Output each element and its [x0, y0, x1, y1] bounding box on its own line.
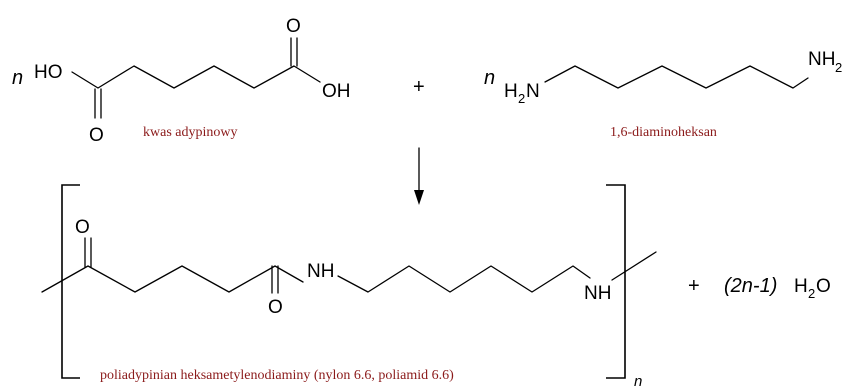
repeat-bracket-left — [61, 184, 80, 379]
acid-oh-group: OH — [322, 81, 351, 102]
polymer-acid-chain — [41, 265, 304, 293]
water-h: H — [794, 276, 808, 297]
diamine-nh-right: NH — [808, 49, 835, 70]
polymer-end-nh: NH — [584, 283, 611, 304]
acid-oxygen-top: O — [286, 16, 301, 37]
diamine-h-left: H — [504, 81, 518, 102]
diamine-n-left: N — [526, 81, 540, 102]
diamine-coefficient: n — [484, 67, 495, 89]
diamine-nh-sub-right: 2 — [835, 60, 842, 75]
water-coefficient: (2n-1) — [724, 275, 777, 297]
repeat-subscript: n — [634, 373, 642, 389]
repeat-bracket-right — [606, 184, 626, 379]
polymer-oxygen-top: O — [75, 217, 90, 238]
acid-name-label: kwas adypinowy — [143, 125, 238, 140]
polymer-amide-nh: NH — [307, 261, 334, 282]
water-h-sub: 2 — [808, 286, 815, 301]
acid-ho-group: HO — [34, 62, 63, 83]
acid-oxygen-bottom: O — [89, 125, 104, 146]
adipic-acid-skeleton — [71, 65, 321, 89]
polymer-oxygen-bottom: O — [268, 297, 283, 318]
acid-coefficient: n — [12, 67, 23, 89]
byproduct-plus: + — [688, 275, 700, 297]
polymer-continuation-bond — [611, 251, 657, 281]
diamine-name-label: 1,6-diaminoheksan — [610, 125, 717, 140]
reactant-plus: + — [413, 76, 425, 98]
water-o: O — [816, 276, 831, 297]
diamine-h-sub-left: 2 — [518, 91, 525, 106]
reaction-arrow-down-icon — [414, 147, 424, 205]
diamine-skeleton — [544, 65, 809, 89]
polymer-amine-chain — [337, 265, 591, 293]
product-name-label: poliadypinian heksametylenodiaminy (nylo… — [100, 368, 454, 383]
